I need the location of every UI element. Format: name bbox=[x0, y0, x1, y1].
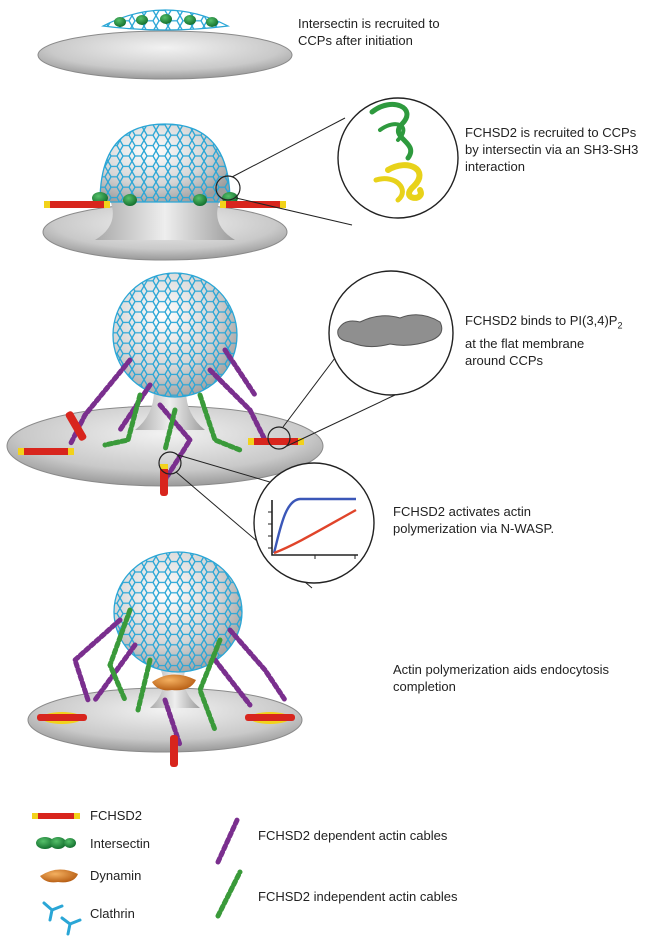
legend-fchsd2-label: FCHSD2 bbox=[90, 808, 143, 823]
legend-icons bbox=[32, 813, 243, 936]
dependent-actin-legend-icon bbox=[215, 815, 241, 865]
legend-clathrin-label: Clathrin bbox=[90, 906, 135, 921]
step1-illustration bbox=[37, 9, 293, 80]
fchsd2-surface-model bbox=[337, 314, 443, 348]
step3-caption: FCHSD2 binds to PI(3,4)P2 at the flat me… bbox=[465, 313, 623, 368]
legend-dependent-actin-label: FCHSD2 dependent actin cables bbox=[258, 828, 448, 843]
step5-caption: Actin polymerization aids endocytosis co… bbox=[393, 662, 610, 694]
step3-illustration bbox=[6, 270, 454, 496]
kinetics-plot bbox=[268, 497, 358, 559]
fast-curve bbox=[272, 497, 356, 554]
zoom-marker bbox=[267, 426, 291, 450]
dynamin-ring bbox=[152, 674, 196, 691]
legend-dynamin-label: Dynamin bbox=[90, 868, 142, 883]
step1-caption: Intersectin is recruited to CCPs after i… bbox=[298, 16, 440, 48]
actin-cables-independent bbox=[102, 392, 243, 453]
step2-illustration bbox=[42, 97, 459, 261]
dynamin-legend-icon bbox=[40, 869, 78, 883]
legend-independent-actin-label: FCHSD2 independent actin cables bbox=[258, 889, 458, 904]
membrane-neck bbox=[95, 200, 235, 240]
plot-axes bbox=[271, 500, 358, 556]
kinetics-inset bbox=[253, 462, 375, 584]
clathrin-legend-icon bbox=[42, 901, 82, 936]
independent-actin-legend-icon bbox=[215, 869, 243, 919]
legend-intersectin-label: Intersectin bbox=[90, 836, 150, 851]
zoom-marker bbox=[158, 451, 182, 475]
membrane-neck bbox=[135, 375, 205, 430]
step2-caption: FCHSD2 is recruited to CCPs by intersect… bbox=[465, 125, 639, 174]
fchsd2-rods bbox=[37, 712, 295, 767]
step4-illustration bbox=[158, 451, 375, 589]
zoom-marker bbox=[215, 175, 241, 201]
protein-structure-inset bbox=[337, 97, 459, 219]
slow-curve bbox=[273, 508, 357, 555]
protein-ribbon bbox=[369, 101, 424, 203]
membrane-disc bbox=[37, 30, 293, 80]
actin-cables-independent bbox=[107, 607, 223, 733]
fchsd2-rods bbox=[44, 201, 286, 208]
fchsd2-legend-icon bbox=[32, 813, 80, 819]
intersectin-molecules bbox=[114, 14, 218, 27]
actin-cables-dependent bbox=[67, 347, 268, 483]
intersectin-legend-icon bbox=[36, 837, 76, 849]
step5-illustration bbox=[27, 551, 303, 767]
step4-caption: FCHSD2 activates actin polymerization vi… bbox=[393, 504, 555, 536]
fchsd2-rods bbox=[18, 411, 304, 496]
